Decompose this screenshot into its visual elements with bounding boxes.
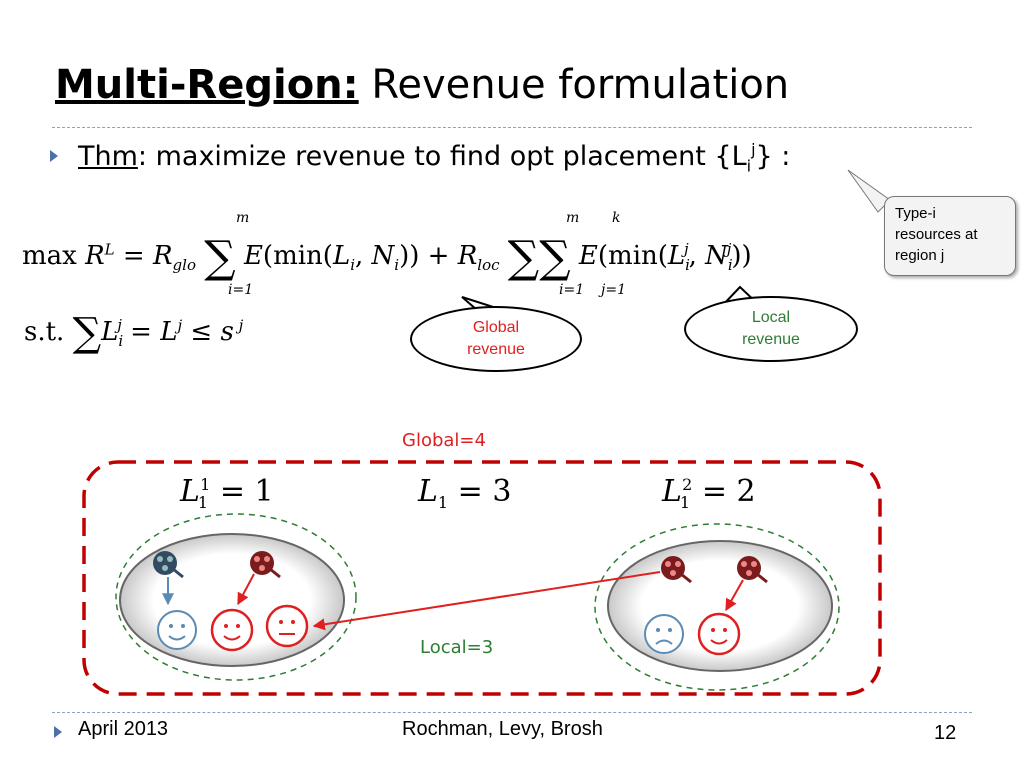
global-revenue-line2: revenue (467, 341, 525, 358)
typei-line1: Type-i (895, 205, 936, 222)
happy-face-red-icon (210, 608, 254, 652)
l1-value: = 3 (457, 474, 512, 509)
local-revenue-line1: Local (751, 309, 791, 326)
red-serve-arrow-region2 (725, 579, 744, 612)
film-reel-blue-icon (153, 551, 184, 579)
title-divider (52, 127, 972, 128)
l11-value: = 1 (219, 474, 274, 509)
l12-value: = 2 (701, 474, 756, 509)
l12-label: L12 = 2 (662, 474, 756, 512)
bullet-arrow-icon (50, 150, 58, 162)
red-serve-arrow-local (237, 573, 255, 606)
footer-authors: Rochman, Levy, Brosh (402, 718, 603, 740)
typei-line3: region j (895, 247, 945, 264)
sum1-lower: i=1 (228, 282, 254, 298)
sum3-upper: k (612, 210, 621, 226)
film-reel-red-icon (661, 556, 692, 584)
bullet-end: } : (755, 141, 791, 172)
l11-label: L11 = 1 (180, 474, 274, 512)
theorem-bullet: Thm: maximize revenue to find opt placem… (78, 140, 790, 175)
neutral-face-red-icon (265, 604, 309, 648)
st-label: s.t. (24, 317, 65, 347)
title-bold: Multi-Region: (55, 62, 359, 108)
red-serve-arrow-remote (312, 571, 661, 631)
bullet-sup: j (751, 140, 756, 159)
footer-divider (52, 712, 972, 713)
bullet-sub: i (746, 156, 752, 176)
film-reel-red-icon (737, 556, 768, 584)
title-rest: Revenue formulation (358, 62, 790, 108)
type-i-callout: Type-i resources at region j (884, 196, 1016, 276)
footer-arrow-icon (54, 726, 62, 738)
thm-label: Thm (78, 141, 138, 172)
happy-face-blue-icon (157, 610, 197, 650)
local-count-label: Local=3 (420, 637, 494, 658)
l1-label: L1 = 3 (418, 474, 512, 512)
bullet-text: maximize revenue to find opt placement {… (147, 141, 747, 172)
global-count-label: Global=4 (402, 430, 486, 451)
happy-face-red-icon (697, 612, 741, 656)
local-revenue-callout: Local revenue (684, 296, 858, 362)
footer-date: April 2013 (78, 718, 169, 740)
thm-colon: : (137, 141, 148, 172)
sum2-lower: i=1 (559, 282, 585, 298)
global-region-box (82, 460, 882, 696)
global-revenue-line1: Global (472, 319, 520, 336)
global-revenue-callout: Global revenue (410, 306, 582, 372)
local-revenue-line2: revenue (742, 331, 800, 348)
sum1-upper: m (236, 210, 250, 226)
sad-face-blue-icon (644, 614, 684, 654)
max-label: max (22, 241, 77, 271)
region1-local-boundary (115, 513, 357, 681)
slide-title: Multi-Region: Revenue formulation (55, 62, 789, 108)
sum3-lower: j=1 (601, 282, 626, 298)
sum2-upper: m (566, 210, 580, 226)
film-reel-red-icon (250, 551, 281, 579)
objective-formula: max RL = Rglo ∑ E(min(Li, Ni)) + Rloc ∑∑… (22, 232, 752, 283)
page-number: 12 (934, 722, 957, 744)
typei-line2: resources at (895, 226, 978, 243)
region2-local-boundary (594, 523, 840, 691)
constraint-formula: s.t. ∑Lij = Lj ≤ s j (24, 310, 244, 356)
